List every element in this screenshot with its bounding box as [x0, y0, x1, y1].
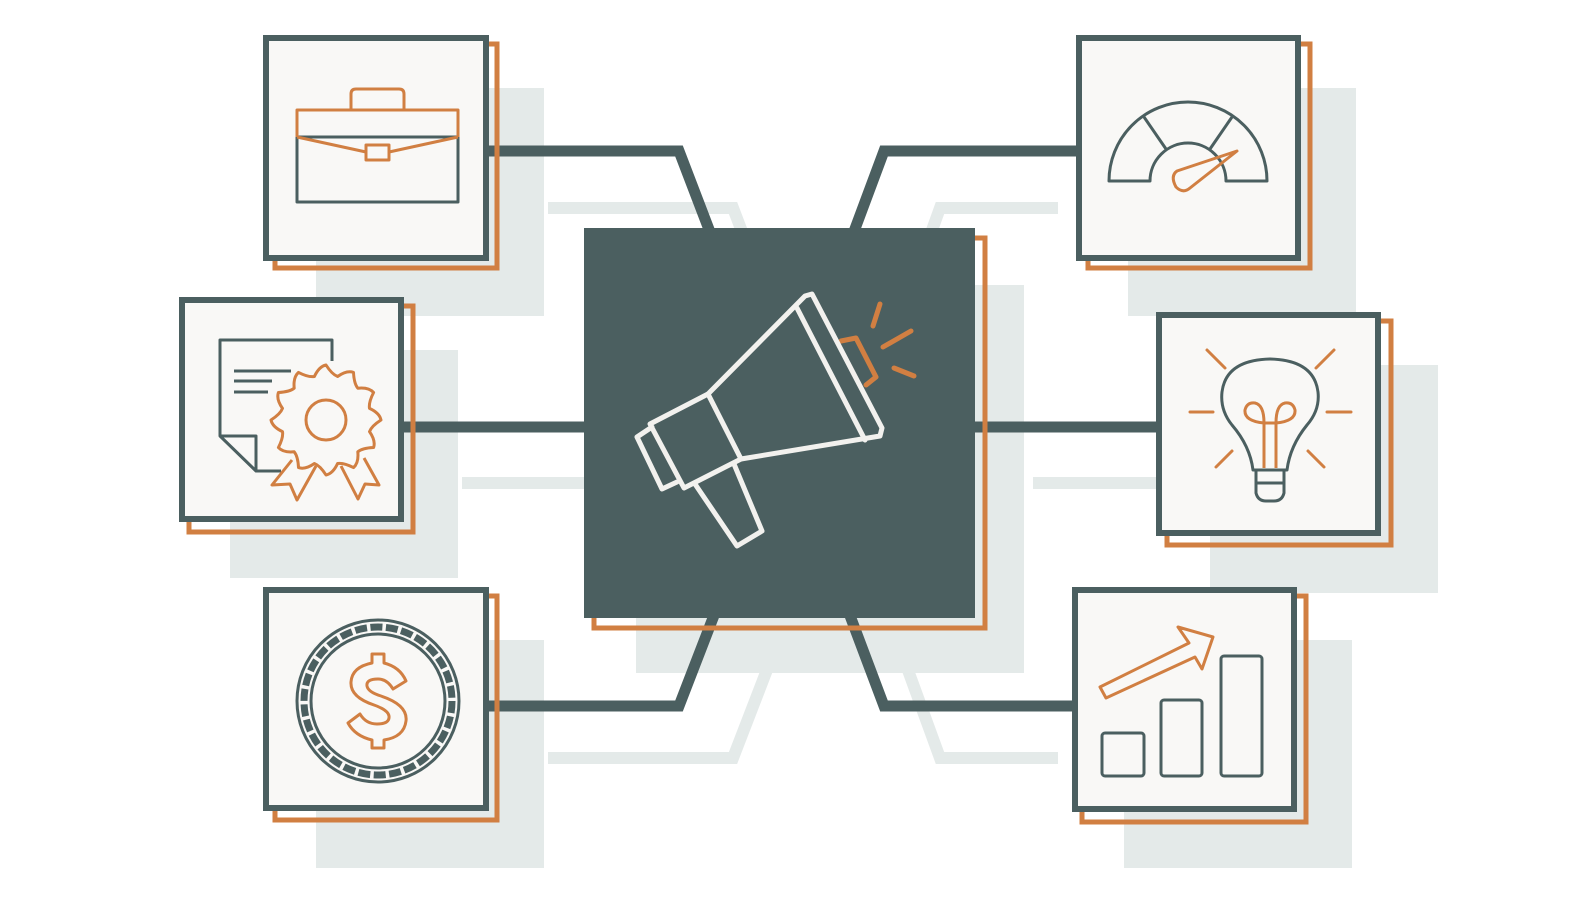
growth-bar-chart-icon — [1098, 625, 1264, 778]
hub-card-body — [584, 228, 975, 618]
coin-inner-rim — [309, 632, 447, 770]
award-seal-rosette — [269, 363, 383, 477]
growth-bar-medium — [1159, 698, 1204, 778]
gauge-needle — [1171, 149, 1239, 193]
connector-top-right — [840, 145, 1078, 255]
card-body — [1076, 35, 1301, 261]
megaphone-sound-mouth — [838, 335, 879, 388]
briefcase-handle — [349, 87, 406, 109]
coin-ridge-ring — [300, 623, 456, 779]
gauge-tick-right — [1208, 116, 1234, 150]
node-card-growth — [1072, 587, 1309, 825]
node-card-lightbulb — [1156, 312, 1394, 548]
megaphone-ring — [794, 305, 868, 443]
bulb-base — [1254, 470, 1286, 503]
shadow-connector-bottom-right — [899, 659, 1058, 764]
growth-bar-tall — [1219, 654, 1264, 778]
node-card-gauge — [1076, 35, 1313, 271]
bulb-filament — [1243, 401, 1297, 468]
shadow-connector-bottom-left — [548, 659, 776, 764]
dollar-coin-icon — [295, 618, 461, 784]
briefcase-flap-left — [296, 135, 367, 154]
node-card-briefcase — [263, 35, 500, 271]
megaphone-collar — [705, 391, 744, 462]
lightbulb-idea-icon — [1188, 348, 1353, 503]
connector-bottom-left — [486, 603, 724, 712]
sound-line-top — [870, 301, 883, 329]
growth-arrow — [1098, 625, 1215, 700]
briefcase-lower-body — [295, 135, 460, 204]
connector-top-left — [486, 145, 724, 255]
gauge-dial — [1107, 100, 1269, 183]
award-ribbon-right — [339, 457, 381, 501]
coin-outer-rim — [295, 618, 461, 784]
certificate-sheet — [218, 338, 334, 473]
certificate-folded-corner — [220, 434, 258, 471]
award-ribbon-left — [270, 459, 318, 502]
megaphone-cap — [634, 424, 680, 492]
award-seal-center — [304, 398, 348, 442]
briefcase-flap-right — [388, 135, 459, 154]
megaphone-handle — [692, 461, 765, 549]
card-body — [263, 35, 489, 261]
briefcase-clasp — [364, 143, 391, 162]
sound-line-bottom — [891, 365, 917, 379]
bulb-glass — [1220, 357, 1320, 472]
certificate-award-icon — [218, 338, 383, 502]
sound-line-middle — [880, 328, 914, 350]
node-card-coin — [263, 587, 500, 823]
hub-card — [584, 228, 988, 631]
megaphone-bell — [647, 291, 885, 491]
briefcase-lid — [295, 108, 460, 137]
gauge-tick-left — [1142, 116, 1168, 150]
node-card-certificate — [179, 297, 416, 535]
connector-bottom-right — [840, 603, 1074, 712]
briefcase-icon — [295, 87, 460, 204]
megaphone-icon — [634, 291, 917, 549]
growth-bar-short — [1100, 731, 1146, 778]
connectors — [402, 145, 1160, 712]
dollar-sign — [346, 652, 408, 750]
idea-rays — [1188, 348, 1353, 469]
speedometer-gauge-icon — [1107, 100, 1269, 193]
